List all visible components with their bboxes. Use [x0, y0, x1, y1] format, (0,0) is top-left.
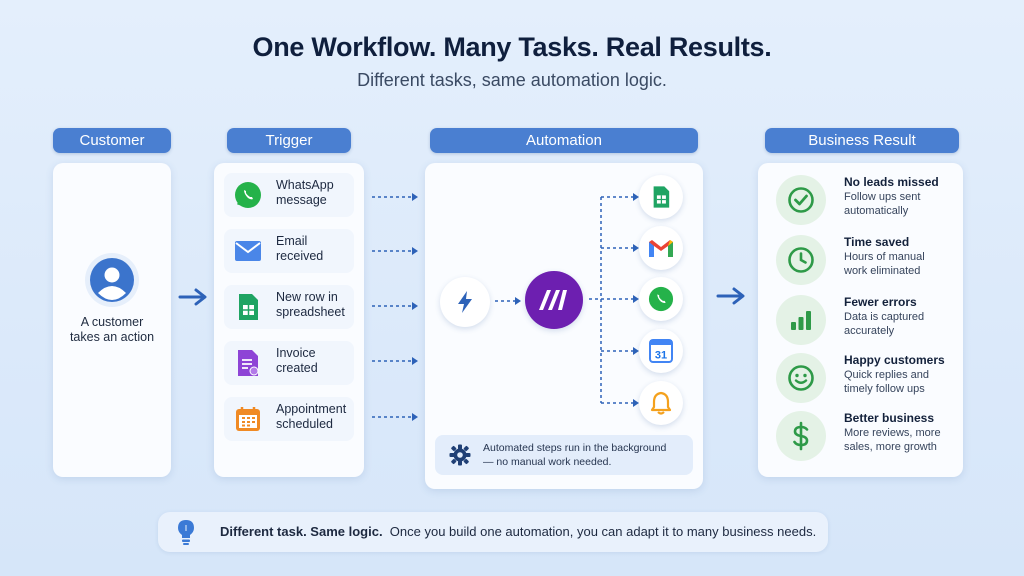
gear-icon [449, 444, 471, 466]
gmail-icon [639, 226, 683, 270]
svg-text:31: 31 [655, 350, 667, 362]
calendar-31-icon: 31 [639, 329, 683, 373]
sheets-icon [234, 293, 262, 321]
flow-arrow-icon [716, 287, 745, 305]
customer-card: A customer takes an action [53, 163, 171, 477]
user-avatar-icon [85, 253, 139, 307]
column-header-automation: Automation [430, 128, 698, 153]
output-connector-arrows [589, 193, 639, 407]
page-subtitle: Different tasks, same automation logic. [357, 70, 667, 90]
mail-icon [234, 237, 262, 265]
bell-icon [639, 381, 683, 425]
footer-bold-text: Different task. Same logic. [220, 524, 383, 539]
sheets-icon [639, 175, 683, 219]
trigger-connector-arrows [372, 193, 418, 421]
invoice-icon [234, 349, 262, 377]
smile-icon [776, 353, 826, 403]
check-circle-icon [776, 175, 826, 225]
automation-card: 31 Automated steps run in the background… [425, 163, 703, 489]
calendar-icon [234, 405, 262, 433]
automation-note: Automated steps run in the background — … [435, 435, 693, 475]
lightning-icon [440, 277, 490, 327]
footer-text: Different task. Same logic. Once you bui… [220, 524, 816, 539]
flow-arrow-icon [178, 288, 207, 306]
whatsapp-icon [234, 181, 262, 209]
footer-banner: Different task. Same logic. Once you bui… [158, 512, 828, 552]
page-title: One Workflow. Many Tasks. Real Results. [252, 32, 772, 62]
bar-chart-icon [776, 295, 826, 345]
footer-body-text: Once you build one automation, you can a… [389, 524, 817, 539]
column-header-customer: Customer [53, 128, 171, 153]
customer-action-text: A customer takes an action [69, 315, 155, 344]
whatsapp-icon [639, 277, 683, 321]
dollar-icon [776, 411, 826, 461]
make-logo-icon [525, 271, 583, 329]
engine-connector-arrow [495, 297, 521, 305]
column-header-trigger: Trigger [227, 128, 351, 153]
lightbulb-icon [178, 520, 194, 545]
clock-icon [776, 235, 826, 285]
column-header-result: Business Result [765, 128, 959, 153]
